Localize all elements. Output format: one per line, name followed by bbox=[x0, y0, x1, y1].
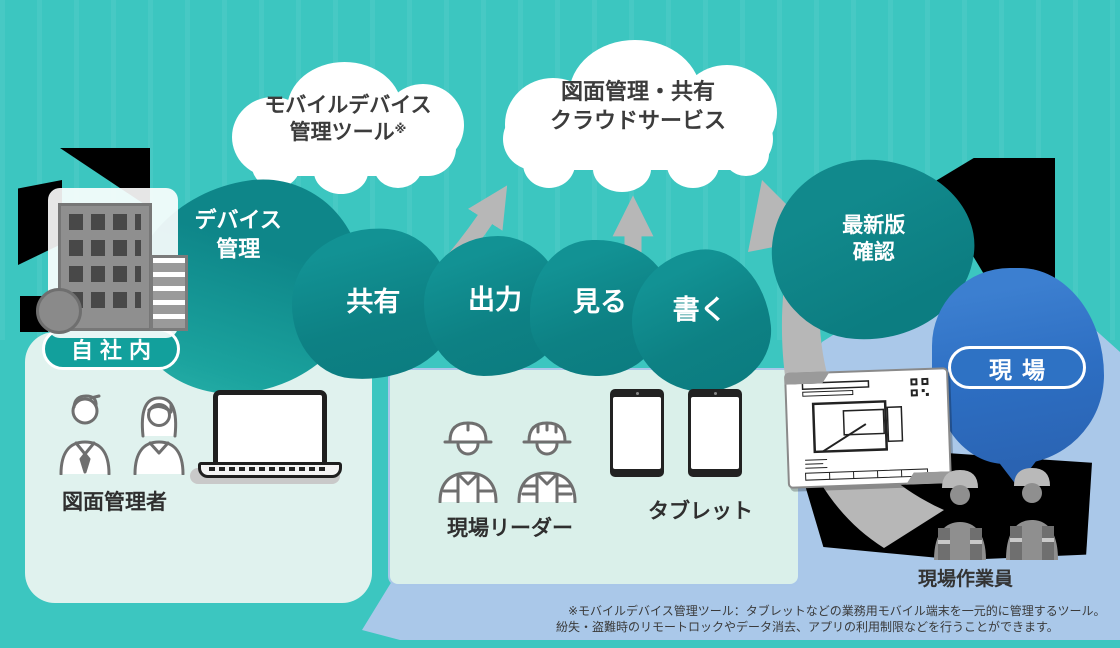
tablet-icon bbox=[688, 389, 742, 477]
write-label: 書く bbox=[672, 295, 727, 326]
mdm-cloud-line1: モバイルデバイス bbox=[264, 94, 432, 117]
footnote-line1: ※モバイルデバイス管理ツール：タブレットなどの業務用モバイル端末を一元的に管理す… bbox=[568, 604, 1106, 618]
building-tower bbox=[150, 255, 188, 331]
cloud-service-text: 図面管理・共有 クラウドサービス bbox=[497, 78, 779, 135]
building-bush bbox=[36, 288, 82, 334]
tablet-label: タブレット bbox=[648, 500, 753, 523]
building-windows bbox=[69, 214, 141, 318]
cloud-service-cloud: 図面管理・共有 クラウドサービス bbox=[497, 40, 779, 192]
cloud-service-line1: 図面管理・共有 bbox=[560, 79, 715, 104]
site-worker-icons bbox=[934, 468, 1058, 560]
laptop-keyboard bbox=[209, 467, 329, 471]
blueprint-tablet-icon bbox=[784, 367, 952, 489]
mdm-cloud: モバイルデバイス 管理ツール※ bbox=[232, 62, 464, 194]
latest-line1: 最新版 bbox=[842, 214, 906, 238]
office-building-icon bbox=[58, 203, 152, 331]
footnote-line2: 紛失・盗難時のリモートロックやデータ消去、アプリの利用制限などを行うことができま… bbox=[556, 620, 1059, 634]
output-label: 出力 bbox=[468, 285, 522, 315]
laptop-base bbox=[198, 462, 342, 478]
site-worker-label: 現場作業員 bbox=[918, 569, 1014, 590]
view-label: 見る bbox=[573, 287, 627, 317]
blueprint-drawing bbox=[801, 377, 929, 481]
drawing-admin-label: 図面管理者 bbox=[62, 491, 167, 514]
mdm-cloud-line2: 管理ツール※ bbox=[289, 121, 407, 145]
footnote-mark: ※ bbox=[394, 122, 407, 137]
site-leader-icons bbox=[438, 421, 577, 503]
site-pill: 現場 bbox=[948, 346, 1086, 389]
drawing-admin-icons bbox=[59, 394, 185, 475]
tablet-icon bbox=[610, 389, 664, 477]
laptop-icon bbox=[213, 390, 327, 468]
site-leader-label: 現場リーダー bbox=[447, 517, 573, 540]
cloud-service-line2: クラウドサービス bbox=[549, 107, 726, 133]
latest-line2: 確認 bbox=[852, 241, 895, 265]
mdm-cloud-text: モバイルデバイス 管理ツール※ bbox=[232, 92, 464, 147]
